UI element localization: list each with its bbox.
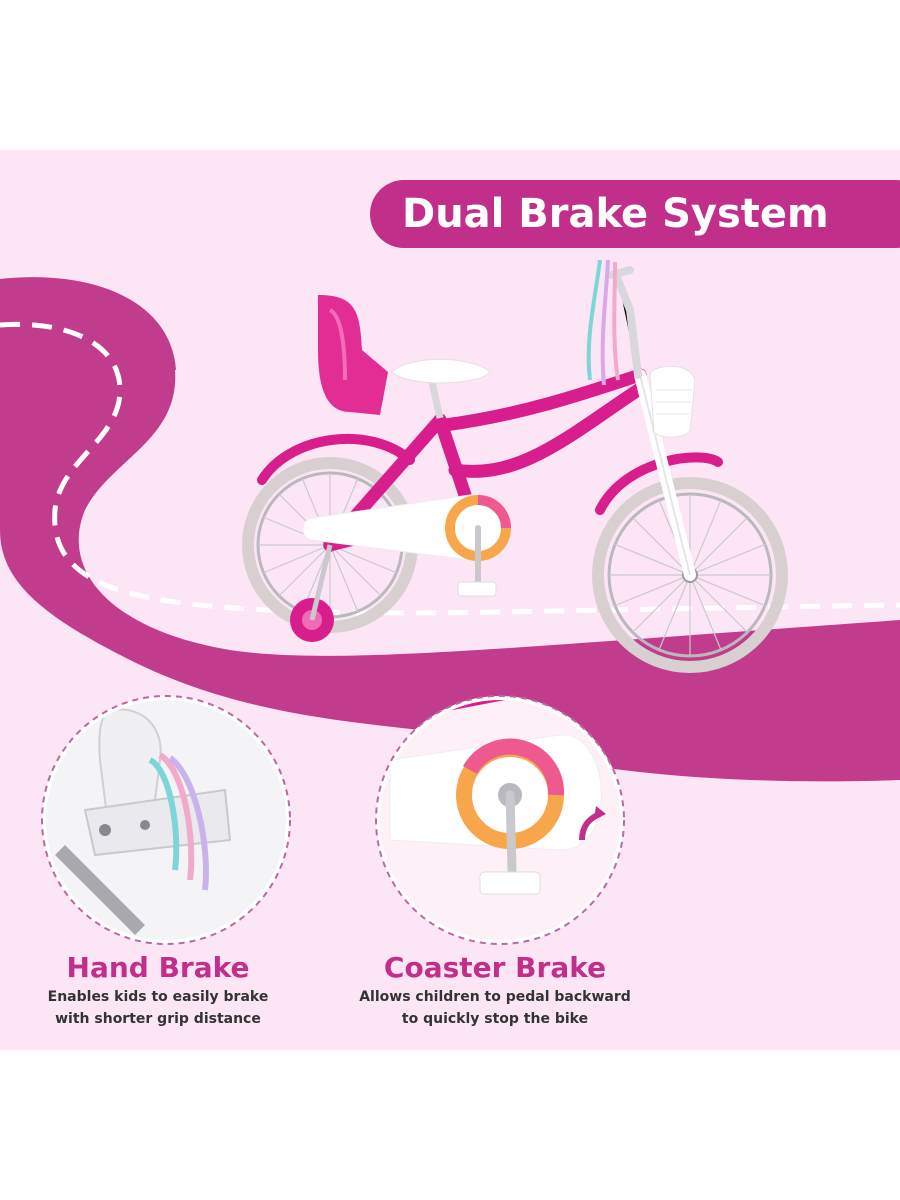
hand-brake-caption: Hand Brake Enables kids to easily brake …	[18, 950, 298, 1030]
coaster-brake-description-line2: to quickly stop the bike	[401, 1011, 589, 1027]
coaster-brake-description-line1: Allows children to pedal backward	[359, 989, 631, 1005]
page-title: Dual Brake System	[402, 191, 829, 237]
coaster-brake-title: Coaster Brake	[383, 951, 607, 984]
hand-brake-closeup	[41, 695, 291, 945]
hand-brake-title: Hand Brake	[66, 951, 250, 984]
coaster-brake-closeup	[375, 695, 625, 945]
coaster-brake-caption: Coaster Brake Allows children to pedal b…	[340, 950, 650, 1030]
hand-brake-description-line1: Enables kids to easily brake	[47, 989, 269, 1005]
bike-scene-illustration	[0, 259, 900, 945]
title-banner	[370, 180, 900, 248]
bike	[242, 259, 788, 673]
product-banner: Dual Brake System Hand Brake Enables kid…	[0, 150, 900, 1050]
hand-brake-description-line2: with shorter grip distance	[55, 1011, 261, 1027]
